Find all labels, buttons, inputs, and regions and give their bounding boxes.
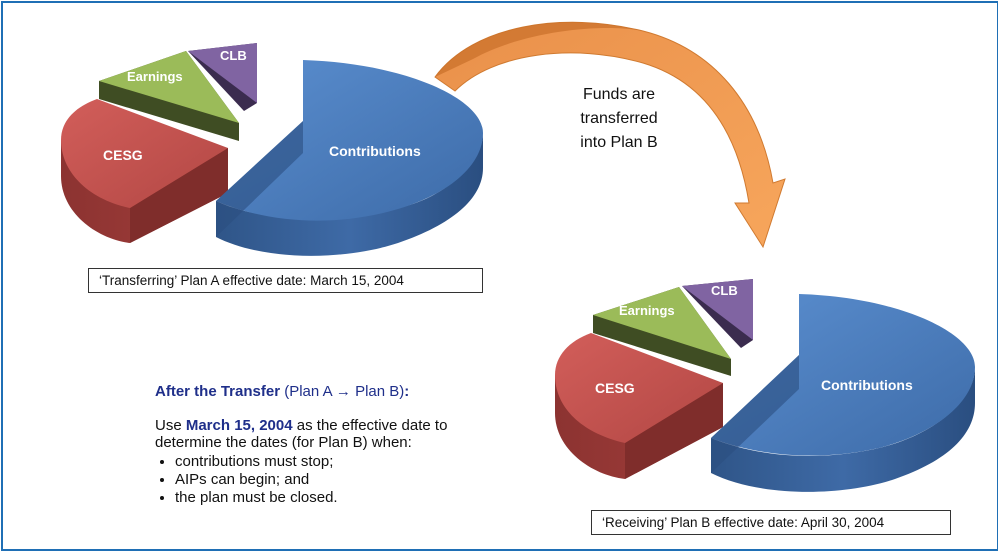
transfer-text-line-2: transferred <box>580 110 658 127</box>
transfer-description: Funds are transferred into Plan B <box>559 83 679 155</box>
plan-a-caption: ‘Transferring’ Plan A effective date: Ma… <box>88 268 483 293</box>
plan-a-earnings-label: Earnings <box>127 69 183 84</box>
plan-a-cesg-slice <box>61 99 228 243</box>
plan-b-clb-slice <box>682 279 753 348</box>
plan-b-caption: ‘Receiving’ Plan B effective date: April… <box>591 510 951 535</box>
note-bullet-list: contributions must stop; AIPs can begin;… <box>155 453 515 506</box>
plan-b-contributions-slice <box>711 294 975 492</box>
note-heading-bold: After the Transfer <box>155 383 281 400</box>
note-heading-paren: (Plan A → Plan B) <box>284 383 405 400</box>
plan-b-clb-label: CLB <box>711 283 738 298</box>
plan-b-cesg-label: CESG <box>595 380 635 396</box>
curved-arrow-icon <box>434 21 786 249</box>
plan-b-earnings-label: Earnings <box>619 303 675 318</box>
note-bullet-2: AIPs can begin; and <box>175 471 515 488</box>
note-bullet-1: contributions must stop; <box>175 453 515 470</box>
plan-a-pie <box>61 43 483 256</box>
note-para-date: March 15, 2004 <box>185 417 293 434</box>
transfer-text-line-1: Funds are <box>582 86 656 103</box>
transfer-text-line-3: into Plan B <box>580 134 658 151</box>
note-bullet-3: the plan must be closed. <box>175 489 515 506</box>
note-heading: After the Transfer (Plan A → Plan B): <box>155 383 515 400</box>
plan-a-contributions-slice <box>216 60 483 256</box>
plan-a-contributions-label: Contributions <box>329 143 421 159</box>
transfer-note: After the Transfer (Plan A → Plan B): Us… <box>155 383 515 507</box>
plan-a-clb-slice <box>188 43 257 111</box>
plan-a-clb-label: CLB <box>220 48 247 63</box>
plan-b-earnings-slice <box>593 287 731 376</box>
note-paragraph: Use March 15, 2004 as the effective date… <box>155 417 515 451</box>
diagram-canvas: Contributions CESG Earnings CLB <box>61 21 975 492</box>
plan-b-pie <box>555 279 975 492</box>
note-heading-colon: : <box>404 383 410 400</box>
plan-b-contributions-label: Contributions <box>821 377 913 393</box>
plan-a-cesg-label: CESG <box>103 147 143 163</box>
note-para-prefix: Use <box>155 417 186 434</box>
note-para-suffix: as the effective date to determine the d… <box>155 417 448 451</box>
plan-b-cesg-slice <box>555 333 723 479</box>
plan-a-earnings-slice <box>99 51 239 141</box>
